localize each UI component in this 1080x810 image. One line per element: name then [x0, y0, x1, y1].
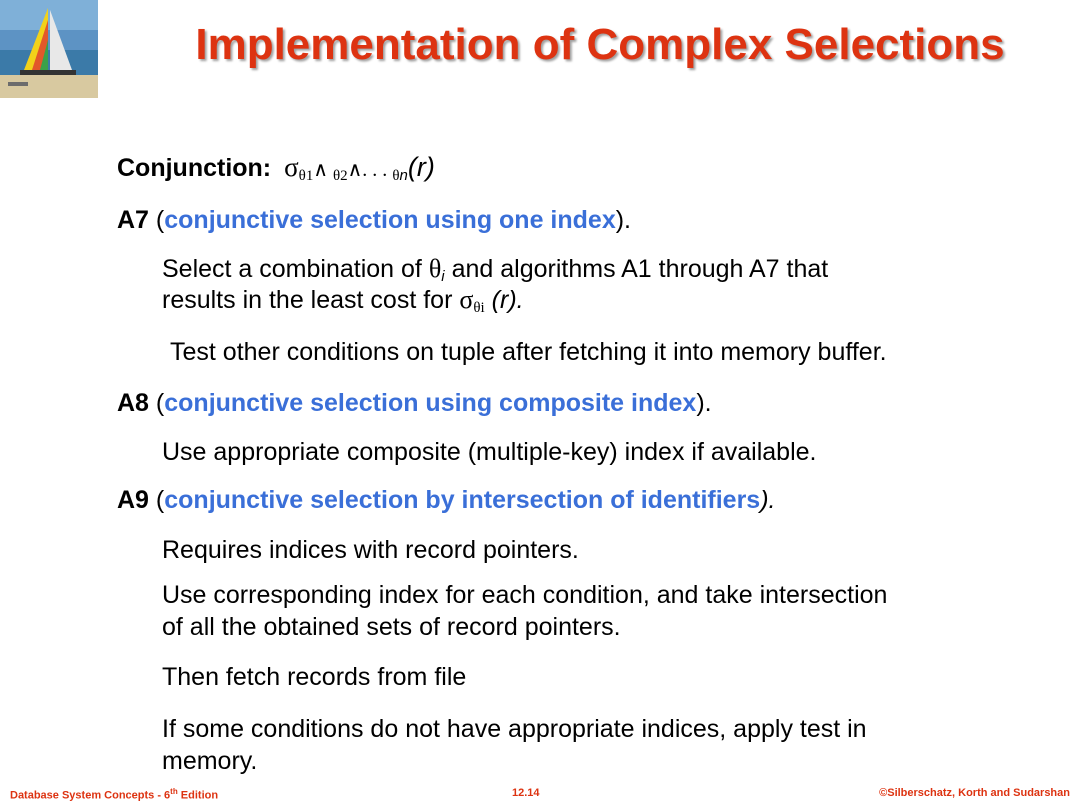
i-subscript: i [441, 268, 445, 285]
a9-description: conjunctive selection by intersection of… [164, 486, 761, 514]
a9-heading: A9 (conjunctive selection by intersectio… [117, 485, 776, 515]
footer-book-title: Database System Concepts - 6th Edition [10, 787, 218, 802]
n-subscript: n [399, 167, 408, 184]
superscript: th [170, 787, 178, 796]
a9-point-4-line-1: If some conditions do not have appropria… [162, 715, 867, 743]
text: Edition [177, 789, 219, 802]
paren-open: ( [148, 206, 165, 234]
a9-point-2-line-2: of all the obtained sets of record point… [162, 613, 621, 641]
a8-point-1: Use appropriate composite (multiple-key)… [162, 438, 817, 466]
text: and algorithms A1 through A7 that [444, 255, 829, 283]
paren-open: ( [148, 486, 165, 514]
sailboat-logo [0, 0, 98, 98]
sigma-symbol: σ [284, 152, 299, 182]
a9-label: A9 [117, 486, 149, 514]
theta-n: θ [392, 168, 400, 184]
theta-1: θ1 [298, 168, 314, 184]
a9-point-2-line-1: Use corresponding index for each conditi… [162, 581, 888, 609]
slide-title: Implementation of Complex Selections [195, 20, 1005, 69]
text: results in the least cost for [162, 286, 460, 314]
a7-heading: A7 (conjunctive selection using one inde… [117, 205, 631, 235]
sigma-symbol: σ [459, 285, 474, 314]
relation-arg: (r) [407, 152, 435, 182]
text: Database System Concepts - 6 [10, 789, 171, 802]
footer-copyright: ©Silberschatz, Korth and Sudarshan [879, 787, 1070, 799]
text: Select a combination of [162, 255, 429, 283]
and-symbol: ∧. . . [347, 159, 393, 181]
a7-label: A7 [117, 206, 149, 234]
a8-heading: A8 (conjunctive selection using composit… [117, 388, 712, 418]
a8-label: A8 [117, 389, 149, 417]
a9-point-4-line-2: memory. [162, 747, 258, 775]
theta-2: θ2 [332, 168, 348, 184]
and-symbol: ∧ [313, 159, 333, 181]
paren-open: ( [148, 389, 165, 417]
paren-close: ). [696, 389, 712, 417]
conjunction-expression: σθ1∧ θ2∧. . . θn(r) [284, 152, 435, 184]
a7-point-1-line-2: results in the least cost for σθi (r). [162, 285, 524, 323]
slide-content: Conjunction: σθ1∧ θ2∧. . . θn(r) A7 (con… [117, 152, 888, 775]
theta-symbol: θ [428, 254, 442, 283]
a9-point-1: Requires indices with record pointers. [162, 536, 579, 564]
conjunction-line: Conjunction: σθ1∧ θ2∧. . . θn(r) [117, 152, 435, 191]
a7-description: conjunctive selection using one index [164, 206, 616, 234]
a7-point-2: Test other conditions on tuple after fet… [170, 338, 887, 366]
paren-close: ). [615, 206, 632, 234]
a7-point-1-line-1: Select a combination of θi and algorithm… [162, 254, 828, 292]
a8-description: conjunctive selection using composite in… [164, 389, 697, 417]
theta-i-subscript: θi [473, 300, 485, 316]
conjunction-label: Conjunction: [117, 154, 272, 182]
footer-slide-number: 12.14 [512, 787, 540, 799]
paren-close: ). [760, 486, 776, 514]
a9-point-3: Then fetch records from file [162, 663, 467, 691]
relation-arg: (r). [484, 286, 524, 314]
